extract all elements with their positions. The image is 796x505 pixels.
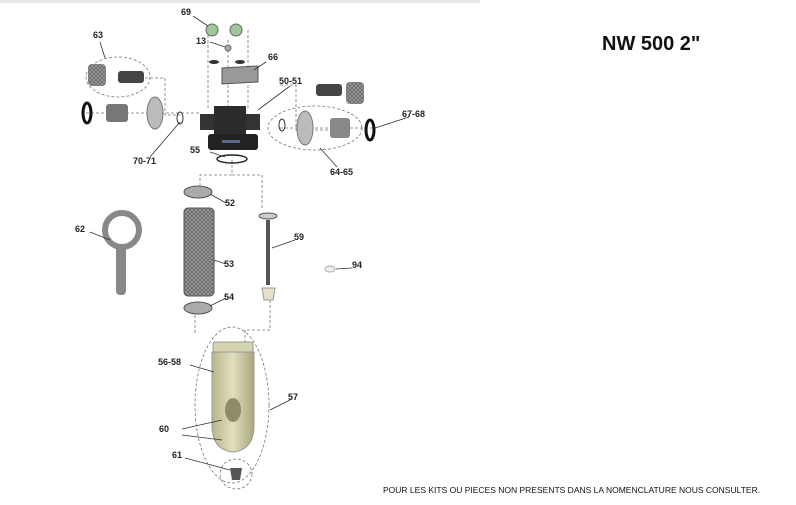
label-67-68: 67-68 (402, 109, 425, 119)
label-60: 60 (159, 424, 169, 434)
label-61: 61 (172, 450, 182, 460)
diagram-title: NW 500 2" (602, 33, 701, 55)
label-62: 62 (75, 224, 85, 234)
part-94 (324, 265, 336, 273)
group-64-65-outline (267, 105, 363, 151)
label-66: 66 (268, 52, 278, 62)
drain-rod (258, 212, 278, 301)
mounting-bracket (221, 65, 259, 85)
screen-cap-bottom (183, 301, 213, 315)
label-54: 54 (224, 292, 234, 302)
bowl-wrench (102, 210, 142, 295)
label-55: 55 (190, 145, 200, 155)
filter-screen (183, 207, 215, 297)
label-69: 69 (181, 7, 191, 17)
label-52: 52 (225, 198, 235, 208)
label-94: 94 (352, 260, 362, 270)
screen-cap-top (183, 185, 213, 199)
label-13: 13 (196, 36, 206, 46)
label-50-51: 50-51 (279, 76, 302, 86)
left-fittings (81, 64, 184, 130)
filter-head (200, 106, 260, 150)
group-61-outline (219, 458, 253, 490)
o-ring-55 (216, 154, 248, 164)
label-63: 63 (93, 30, 103, 40)
label-70-71: 70-71 (133, 156, 156, 166)
group-57-outline (194, 326, 270, 484)
drain-valve (230, 468, 242, 480)
label-64-65: 64-65 (330, 167, 353, 177)
footer-note: POUR LES KITS OU PIECES NON PRESENTS DAN… (383, 485, 761, 495)
label-56-58: 56-58 (158, 357, 181, 367)
label-53: 53 (224, 259, 234, 269)
group-63-outline (85, 56, 151, 98)
label-59: 59 (294, 232, 304, 242)
label-57: 57 (288, 392, 298, 402)
filter-bowl (211, 341, 255, 453)
right-fittings (278, 82, 376, 146)
pressure-gauges (205, 23, 245, 64)
top-border (0, 0, 480, 3)
part-labels: 69 13 66 50-51 63 67-68 70-71 55 64-65 5… (75, 7, 425, 460)
